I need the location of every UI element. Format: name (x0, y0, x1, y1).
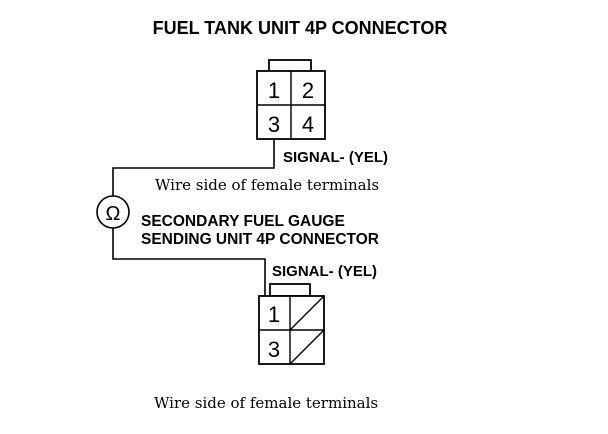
top-pin-2: 2 (302, 78, 314, 103)
top-pin-4: 4 (302, 112, 314, 137)
bottom-connector-name-line1: SECONDARY FUEL GAUGE (141, 213, 345, 230)
bottom-connector: 1 3 (258, 283, 325, 365)
diagram-title: FUEL TANK UNIT 4P CONNECTOR (153, 18, 448, 38)
bottom-pin-3: 3 (268, 337, 280, 362)
top-connector: 1 2 3 4 (256, 59, 326, 140)
bottom-pin-1: 1 (268, 302, 280, 327)
bottom-connector-latch (269, 283, 311, 297)
bottom-connector-name-line2: SENDING UNIT 4P CONNECTOR (141, 231, 379, 248)
bottom-signal-label: SIGNAL- (YEL) (272, 263, 377, 280)
top-signal-label: SIGNAL- (YEL) (283, 149, 388, 166)
top-pin-3: 3 (268, 112, 280, 137)
bottom-empty-cavity-2 (289, 295, 325, 331)
wire-meter-to-bottom (112, 228, 266, 296)
top-pin-1: 1 (268, 78, 280, 103)
wire-top-to-meter (112, 139, 275, 196)
ohmmeter-icon: Ω (96, 195, 130, 229)
ohm-symbol: Ω (106, 203, 121, 225)
bottom-empty-cavity-4 (289, 329, 325, 365)
bottom-wire-side-note: Wire side of female terminals (154, 394, 378, 412)
top-wire-side-note: Wire side of female terminals (155, 176, 379, 194)
